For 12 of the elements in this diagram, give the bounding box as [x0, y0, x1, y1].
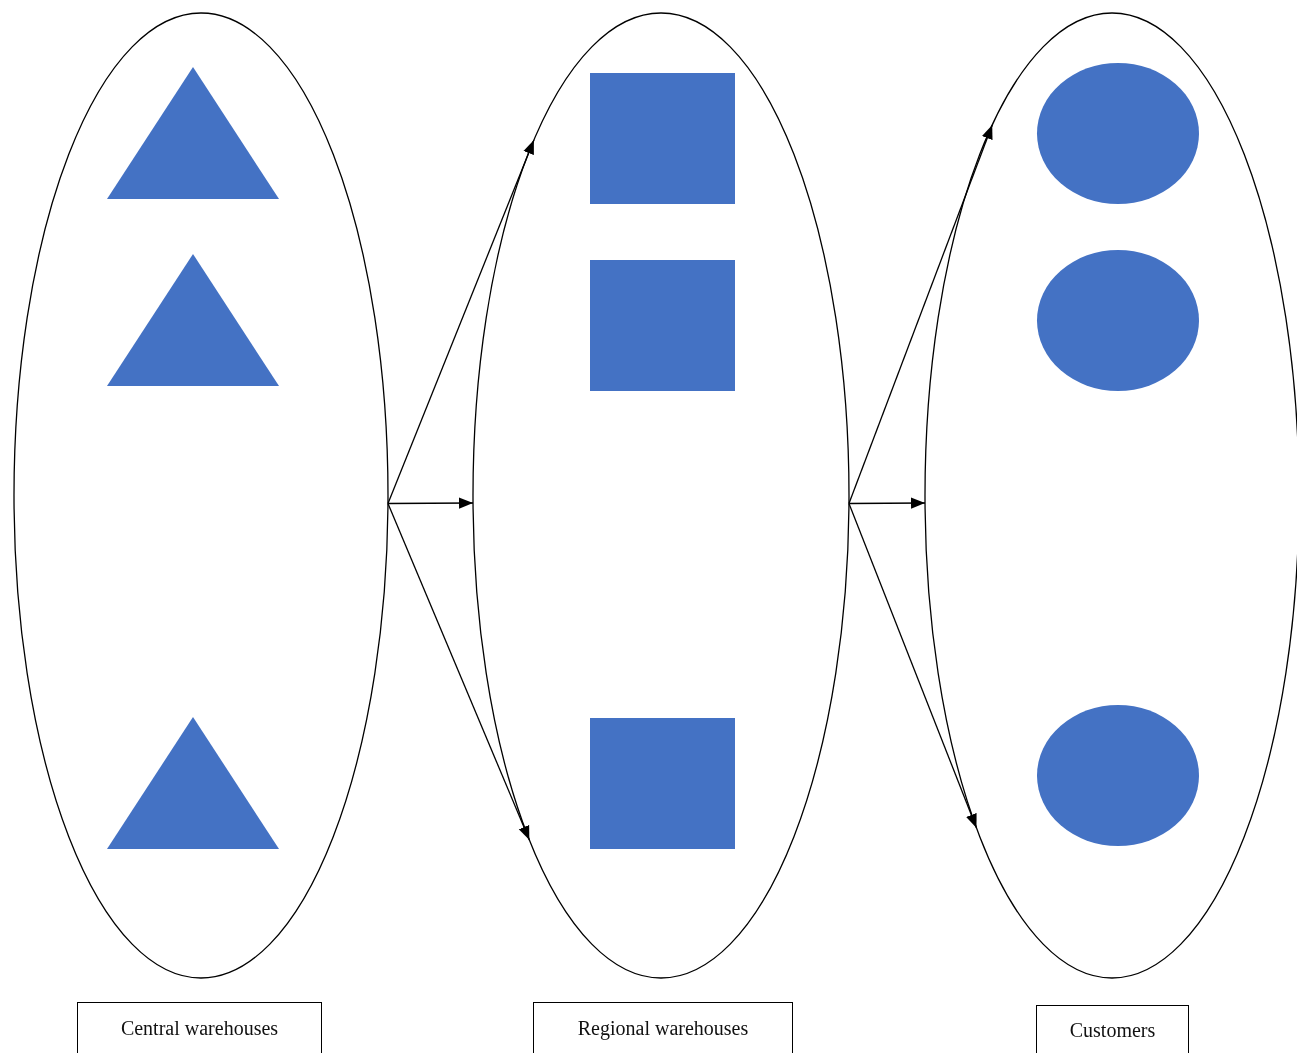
- arrow: [848, 497, 926, 509]
- arrow: [848, 502, 978, 829]
- node-label: Customers: [1069, 1018, 1156, 1042]
- label-box: [1036, 1005, 1189, 1053]
- label-box: [77, 1002, 322, 1053]
- label-box: [533, 1002, 793, 1053]
- arrow: [387, 502, 530, 841]
- node-label: Central warehouses: [120, 1017, 279, 1040]
- node-label: Regional warehouses: [577, 1017, 749, 1040]
- arrow: [387, 139, 535, 505]
- arrow: [387, 497, 474, 509]
- arrow: [848, 124, 993, 505]
